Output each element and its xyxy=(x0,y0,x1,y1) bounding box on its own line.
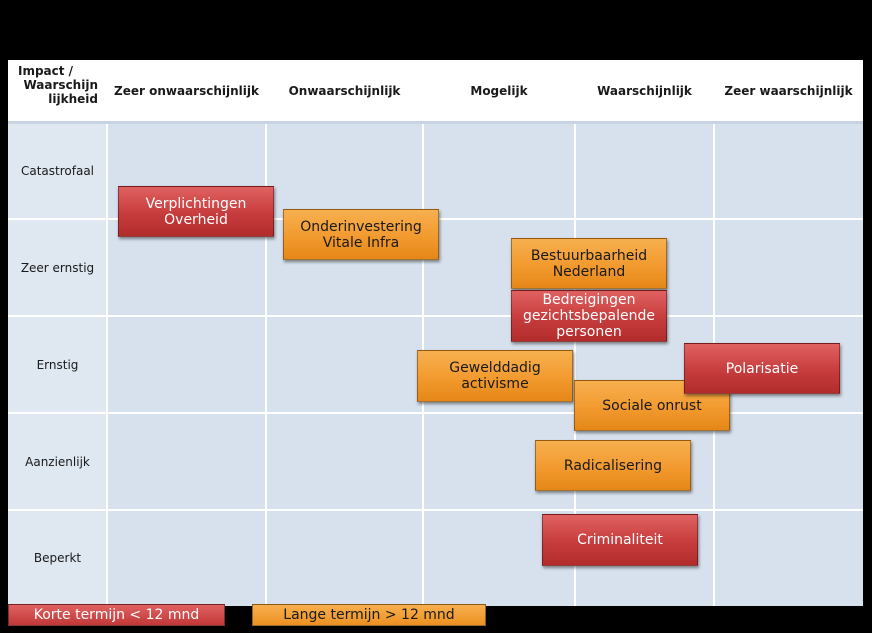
grid-line xyxy=(422,60,424,606)
risk-verplichtingen-overheid: Verplichtingen Overheid xyxy=(118,186,274,237)
grid-line xyxy=(265,60,267,606)
row-label-beperkt: Beperkt xyxy=(8,510,107,606)
grid-line xyxy=(8,315,863,317)
header-divider xyxy=(8,121,863,124)
grid-line xyxy=(106,60,108,606)
matrix-header-row: Impact / Waarschijn lijkheid Zeer onwaar… xyxy=(8,60,863,122)
risk-onderinvestering-vitale-infra: Onderinvestering Vitale Infra xyxy=(283,209,439,260)
legend-short-term: Korte termijn < 12 mnd xyxy=(8,604,225,626)
grid-line xyxy=(713,60,715,606)
risk-bedreigingen-gezichtsbepalende-personen: Bedreigingen gezichtsbepalende personen xyxy=(511,290,667,342)
column-header-zeer-waarschijnlijk: Zeer waarschijnlijk xyxy=(724,84,853,98)
risk-matrix: Impact / Waarschijn lijkheid Zeer onwaar… xyxy=(8,60,863,606)
corner-line-3: lijkheid xyxy=(48,92,98,106)
column-header-onwaarschijnlijk: Onwaarschijnlijk xyxy=(288,84,401,98)
row-label-aanzienlijk: Aanzienlijk xyxy=(8,413,107,510)
risk-radicalisering: Radicalisering xyxy=(535,440,691,491)
row-label-zeer-ernstig: Zeer ernstig xyxy=(8,219,107,316)
corner-line-2: Waarschijn xyxy=(23,78,99,92)
axis-corner-label: Impact / Waarschijn lijkheid xyxy=(8,64,104,122)
legend-long-term: Lange termijn > 12 mnd xyxy=(252,604,486,626)
grid-line xyxy=(8,412,863,414)
risk-bestuurbaarheid-nederland: Bestuurbaarheid Nederland xyxy=(511,238,667,289)
risk-sociale-onrust: Sociale onrust xyxy=(574,380,730,431)
column-header-mogelijk: Mogelijk xyxy=(470,84,528,98)
column-header-waarschijnlijk: Waarschijnlijk xyxy=(597,84,692,98)
risk-gewelddadig-activisme: Gewelddadig activisme xyxy=(417,350,573,402)
column-header-zeer-onwaarschijnlijk: Zeer onwaarschijnlijk xyxy=(114,84,259,98)
grid-line xyxy=(8,509,863,511)
corner-line-1: Impact / xyxy=(18,64,74,78)
row-label-catastrofaal: Catastrofaal xyxy=(8,122,107,219)
risk-criminaliteit: Criminaliteit xyxy=(542,514,698,566)
risk-polarisatie: Polarisatie xyxy=(684,343,840,394)
row-label-ernstig: Ernstig xyxy=(8,316,107,413)
